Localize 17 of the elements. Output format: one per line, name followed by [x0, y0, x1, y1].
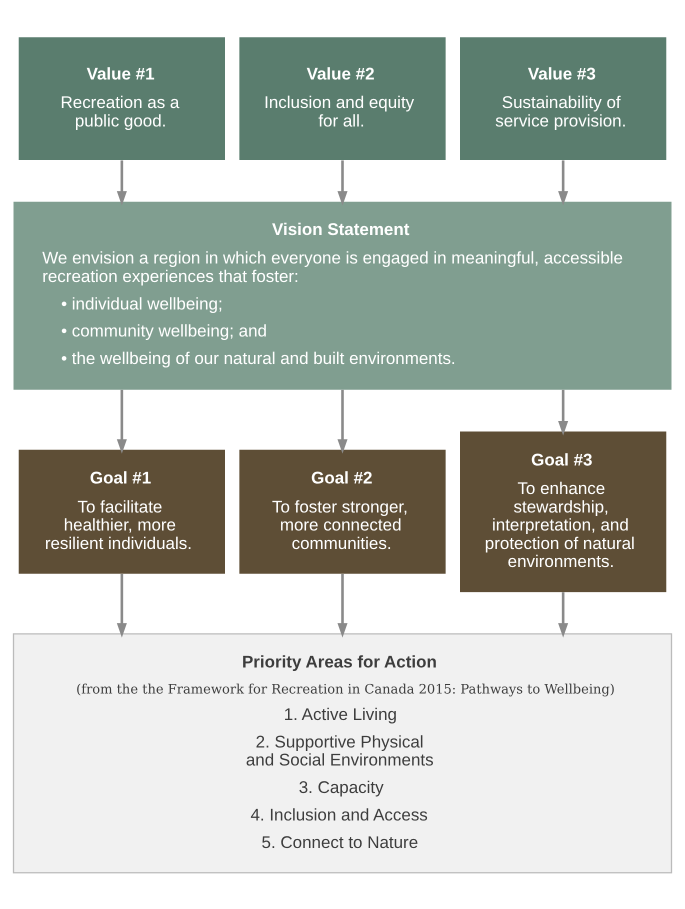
- arrow: [337, 389, 348, 454]
- arrow: [558, 389, 568, 435]
- node-box: Value #3 Sustainability of service provision.: [460, 36, 666, 160]
- node-box: Priority Areas for Action (from the the Framework for Recreation in Canada 2015: Pathways to Wellbeing) 1. Active Living 2. Supportive Physical and Social Environments 3. Capacity 4. Inclusion and Access 5. Connect to Nature: [12, 632, 672, 873]
- node-box: Goal #3 To enhance stewardship, interpretation, and protection of natural environments.: [460, 431, 666, 592]
- node-box: Vision Statement We envision a region in which everyone is engaged in meaningful, accessible recreation experiences that foster: • individual wellbeing; • community wellbeing; and • the wellbeing of our natural and built environments.: [14, 201, 672, 390]
- arrow: [116, 574, 127, 638]
- arrow: [116, 389, 127, 454]
- arrow: [558, 592, 568, 638]
- node-box: Value #2 Inclusion and equity for all.: [239, 36, 446, 160]
- arrow: [337, 160, 348, 206]
- node-box: Goal #1 To facilitate healthier, more resilient individuals.: [18, 449, 225, 574]
- arrow: [116, 160, 127, 206]
- node-box: Goal #2 To foster stronger, more connected communities.: [239, 449, 446, 574]
- node-box: Value #1 Recreation as a public good.: [18, 36, 225, 160]
- arrow: [337, 574, 348, 638]
- arrow: [558, 160, 568, 206]
